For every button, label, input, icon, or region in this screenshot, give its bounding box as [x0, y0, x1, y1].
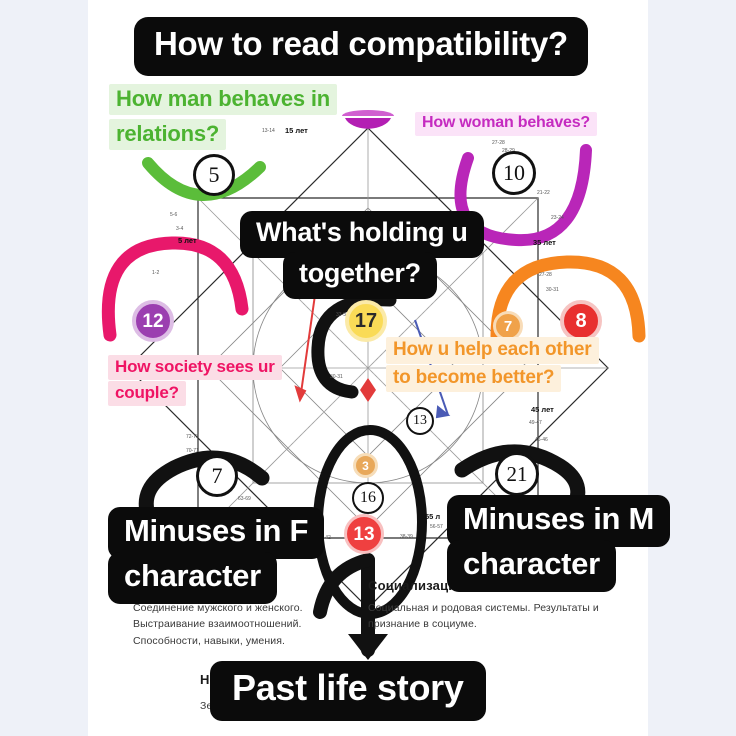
- marker-21[interactable]: 21: [495, 452, 539, 496]
- footer-right-text: Социальная и родовая системы. Результаты…: [368, 602, 599, 631]
- marker-13-small[interactable]: 13: [406, 407, 434, 435]
- label-society-sees-line1: How society sees ur: [108, 355, 282, 381]
- footer-bottom-text: Зе: [200, 700, 213, 712]
- matrix-label-13-14: 13-14: [262, 128, 275, 134]
- matrix-label-21-22: 21-22: [537, 190, 550, 196]
- matrix-label-33-34: 33-34: [336, 312, 349, 318]
- marker-8[interactable]: 8: [560, 300, 602, 342]
- matrix-label-38-39: 38-39: [400, 534, 413, 540]
- matrix-label-63-69: 63-69: [238, 496, 251, 502]
- footer-bottom-heading: Н: [200, 672, 210, 687]
- matrix-label-27-28: 27-28: [492, 140, 505, 146]
- marker-12[interactable]: 12: [132, 300, 174, 342]
- matrix-label-1-2: 1-2: [152, 270, 160, 276]
- matrix-label-30-31b: 30-31: [330, 374, 343, 380]
- matrix-label-age-15: 15 лет: [285, 126, 308, 135]
- matrix-label-27-28b: 27-28: [539, 272, 552, 278]
- marker-17[interactable]: 17: [345, 300, 387, 342]
- matrix-label-age-55: 55 л: [425, 512, 441, 521]
- label-help-each-other-line2: to become better?: [386, 365, 562, 393]
- matrix-label-23-24: 23-24: [551, 215, 564, 221]
- matrix-label-56-57: 56-57: [430, 524, 443, 530]
- label-help-each-other-line1: How u help each other: [386, 337, 599, 365]
- matrix-label-age-5: 5 лет: [178, 236, 197, 245]
- label-minuses-m-line1: Minuses in M: [447, 495, 671, 547]
- marker-5[interactable]: 5: [193, 154, 235, 196]
- label-man-behaves-line2: relations?: [109, 119, 227, 150]
- matrix-label-41-42: 41-42: [318, 535, 331, 541]
- matrix-label-70-71: 70-71: [186, 448, 199, 454]
- label-minuses-f-line1: Minuses in F: [108, 507, 325, 559]
- matrix-label-49-47: 49-47: [529, 420, 542, 426]
- label-woman-behaves: How woman behaves?: [415, 112, 597, 136]
- marker-13-red[interactable]: 13: [344, 514, 384, 554]
- marker-7-left[interactable]: 7: [196, 455, 238, 497]
- label-holding-together-line2: together?: [283, 252, 437, 299]
- label-man-behaves-line1: How man behaves in: [109, 84, 338, 115]
- label-past-life-story: Past life story: [210, 661, 486, 722]
- matrix-label-age-45: 45 лет: [531, 405, 554, 414]
- matrix-label-45-46: 45-46: [535, 437, 548, 443]
- label-holding-together-line1: What's holding u: [240, 211, 484, 258]
- matrix-label-age-35: 35 лет: [533, 238, 556, 247]
- marker-3[interactable]: 3: [353, 453, 378, 478]
- page-title: How to read compatibility?: [134, 17, 588, 76]
- footer-right-heading: Социализация:: [368, 578, 469, 593]
- marker-10[interactable]: 10: [492, 151, 536, 195]
- label-minuses-m-line2: character: [447, 540, 616, 592]
- matrix-label-30-31: 30-31: [546, 287, 559, 293]
- matrix-label-3-4: 3-4: [176, 226, 184, 232]
- label-society-sees-line2: couple?: [108, 381, 186, 407]
- matrix-label-5-6: 5-6: [170, 212, 178, 218]
- label-minuses-f-line2: character: [108, 552, 277, 604]
- marker-16[interactable]: 16: [352, 482, 384, 514]
- matrix-label-72-73: 72-73: [186, 434, 199, 440]
- footer-left-text: Соединение мужского и женского. Выстраив…: [133, 602, 303, 647]
